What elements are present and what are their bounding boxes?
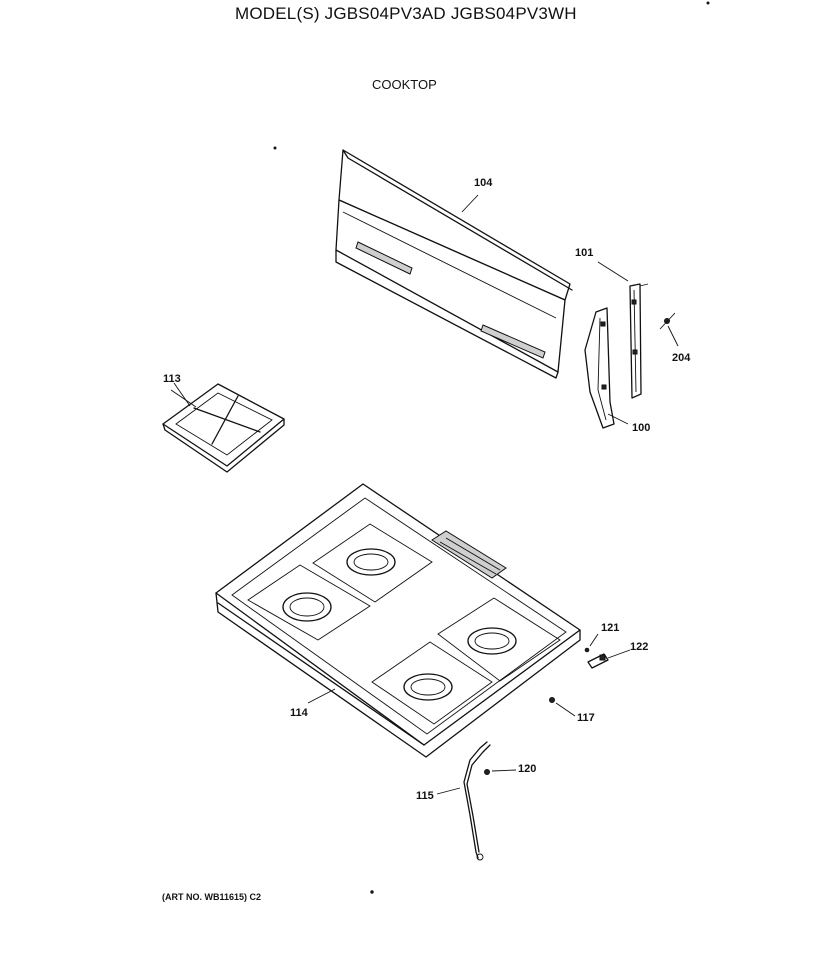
label-204: 204 — [672, 352, 691, 364]
label-122: 122 — [630, 641, 649, 653]
support-rod-drawing — [436, 741, 517, 861]
section-title: COOKTOP — [372, 77, 437, 92]
side-bracket-100-drawing — [584, 307, 629, 429]
label-113: 113 — [163, 373, 181, 385]
burner-grate-drawing — [162, 383, 285, 473]
label-101: 101 — [575, 247, 594, 259]
cooktop-main-drawing — [215, 483, 581, 758]
screw-117-drawing — [549, 697, 576, 717]
side-bracket-101-drawing — [597, 261, 649, 399]
backguard-panel-drawing — [335, 149, 573, 379]
label-115: 115 — [416, 790, 434, 802]
label-120: 120 — [518, 763, 537, 775]
art-number: (ART NO. WB11615) C2 — [162, 892, 262, 902]
screw-204-drawing — [659, 312, 679, 347]
label-104: 104 — [474, 177, 493, 189]
label-100: 100 — [632, 422, 651, 434]
ignitor-parts-drawing — [584, 633, 631, 669]
model-title: MODEL(S) JGBS04PV3AD JGBS04PV3WH — [235, 4, 577, 23]
label-121: 121 — [601, 622, 620, 634]
label-114: 114 — [290, 707, 308, 719]
label-117: 117 — [577, 712, 595, 724]
